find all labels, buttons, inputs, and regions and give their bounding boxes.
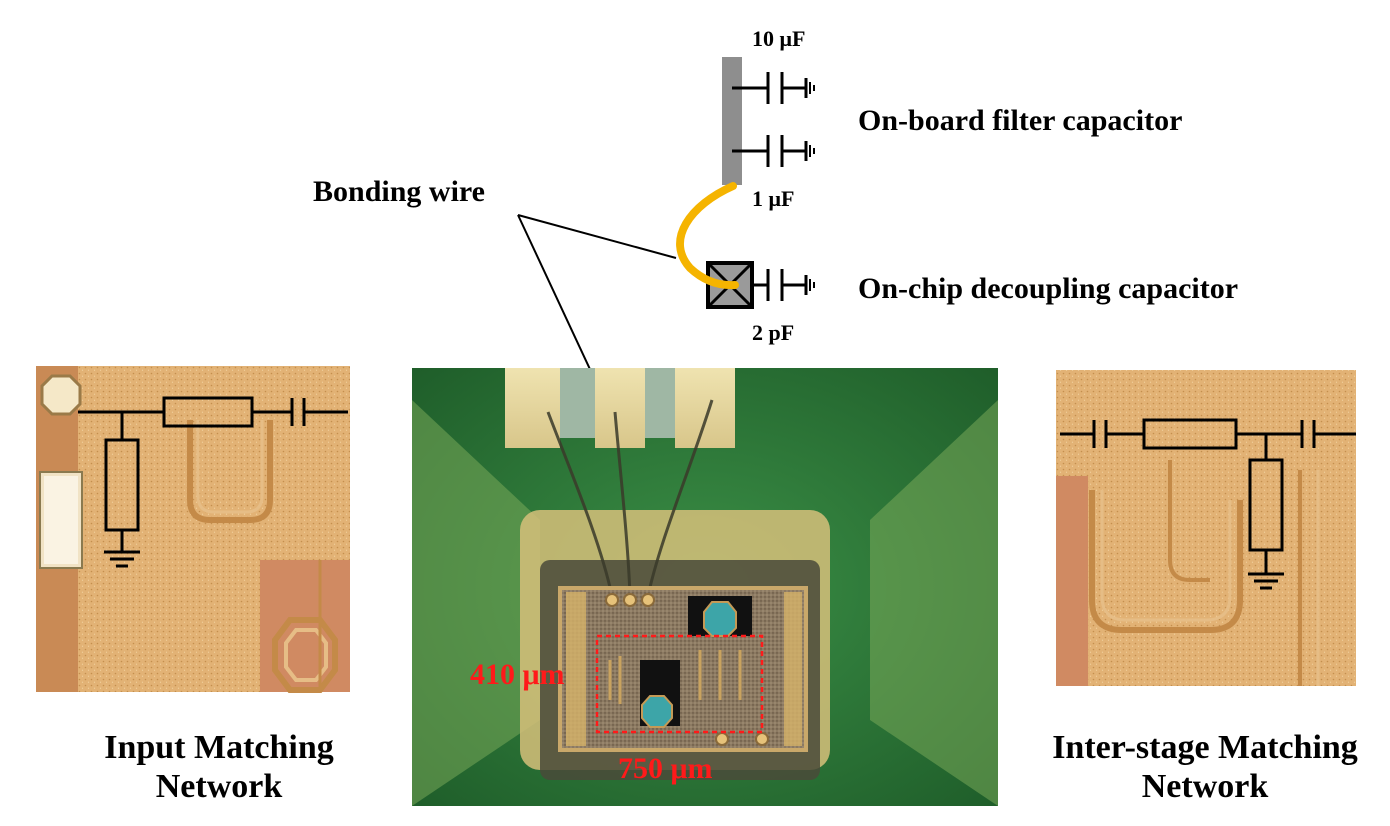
interstage-matching-photo: [1056, 370, 1356, 686]
capacitor-10uf-symbol: [732, 72, 815, 104]
capacitor-1uf-symbol: [732, 135, 815, 167]
pcb-pad-center: [595, 368, 645, 448]
bond-wire-symbol: [676, 182, 739, 290]
input-matching-label-line1: Input Matching: [104, 729, 334, 766]
die: [558, 586, 808, 752]
pcb-pad-left: [505, 368, 560, 448]
onboard-filter-label: On-board filter capacitor: [858, 104, 1182, 137]
onboard-trace: [722, 57, 742, 185]
capacitor-2pf-symbol: [752, 269, 815, 301]
cap-1uf-label: 1 μF: [752, 186, 794, 211]
input-matching-photo: [36, 366, 350, 693]
cap-10uf-label: 10 μF: [752, 26, 805, 51]
onchip-decoupling-label: On-chip decoupling capacitor: [858, 272, 1238, 305]
active-area-box: [595, 634, 764, 734]
interstage-matching-schematic: [1060, 418, 1356, 590]
cap-2pf-label: 2 pF: [752, 320, 794, 345]
pcb-pad-right: [675, 368, 735, 448]
input-matching-schematic: [78, 396, 348, 568]
bond-wires-photo: [546, 399, 714, 597]
dimension-width-label: 750 μm: [618, 752, 713, 785]
interstage-label-line1: Inter-stage Matching: [1052, 729, 1358, 766]
input-matching-label-line2: Network: [156, 768, 283, 805]
interstage-label-line2: Network: [1142, 768, 1269, 805]
dimension-height-label: 410 μm: [470, 658, 565, 691]
chip-photo: [412, 368, 998, 806]
supply-schematic: [517, 57, 815, 471]
bonding-wire-label: Bonding wire: [313, 175, 485, 208]
